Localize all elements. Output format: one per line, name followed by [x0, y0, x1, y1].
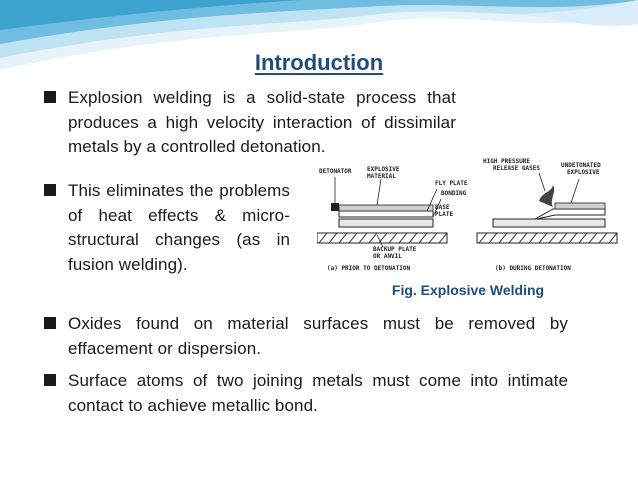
bullet-item: Oxides found on material surfaces must b… [44, 312, 568, 361]
square-bullet-icon [44, 91, 56, 103]
page-title-text: Introduction [254, 50, 384, 75]
page-title: Introduction [0, 50, 638, 76]
square-bullet-icon [44, 317, 56, 329]
figure-caption: Fig. Explosive Welding [391, 282, 545, 298]
bullet-item: Explosion welding is a solid-state proce… [44, 86, 456, 160]
bullet-text: Oxides found on material surfaces must b… [68, 314, 568, 358]
label-panel-a: (a) PRIOR TO DETONATION [327, 265, 410, 272]
bullet-text: This eliminates the problems of heat eff… [68, 181, 290, 274]
square-bullet-icon [44, 374, 56, 386]
bullet-item: Surface atoms of two joining metals must… [44, 369, 568, 418]
bullet-item: This eliminates the problems of heat eff… [44, 179, 290, 277]
label-detonator: DETONATOR [319, 168, 352, 175]
label-bonding: BONDING [441, 190, 467, 197]
label-panel-b: (b) DURING DETONATION [495, 265, 571, 272]
header-wave-decoration [0, 0, 638, 70]
bullet-text: Surface atoms of two joining metals must… [68, 371, 568, 415]
label-fly-plate: FLY PLATE [435, 180, 468, 187]
square-bullet-icon [44, 184, 56, 196]
bullet-text: Explosion welding is a solid-state proce… [68, 88, 456, 156]
